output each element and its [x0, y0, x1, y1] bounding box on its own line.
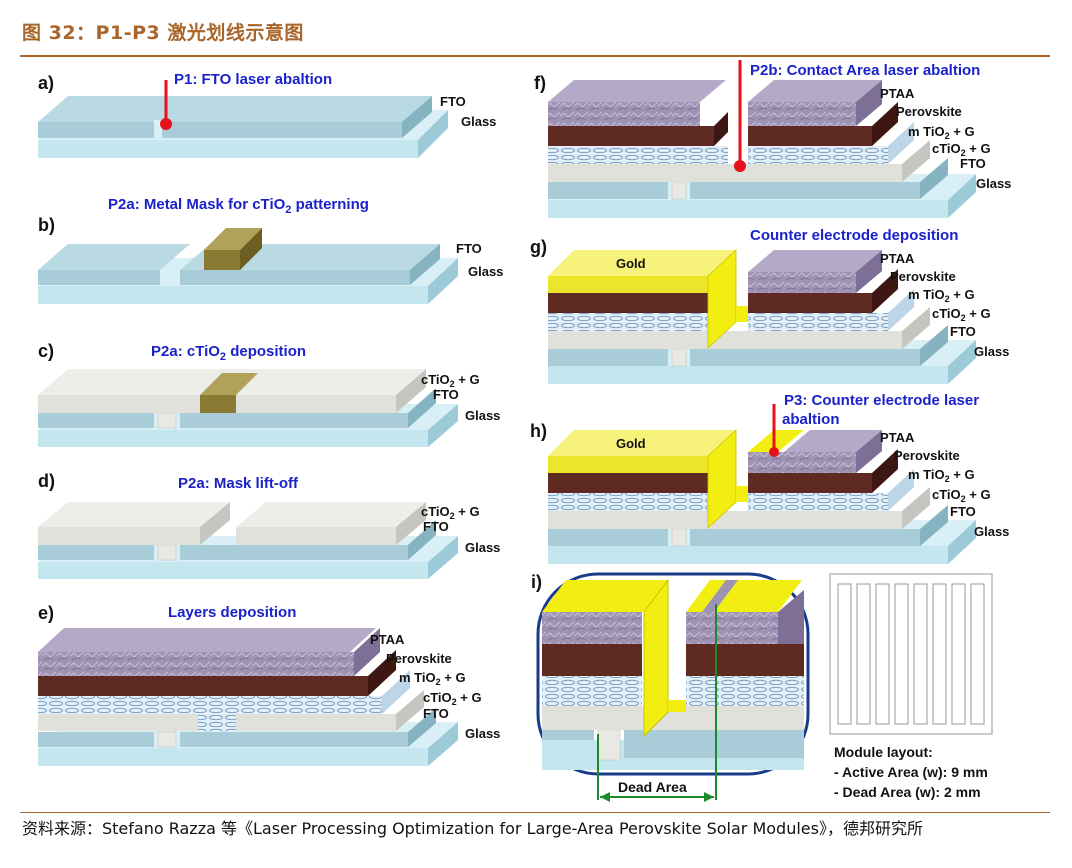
panel-f-label-perovskite: Perovskite — [896, 104, 962, 119]
panel-c-letter: c) — [38, 341, 54, 361]
panel-h-caption-line1: P3: Counter electrode laser — [784, 392, 979, 409]
panel-c: c) P2a: cTiO2 deposition cTiO2 + G FTO G… — [38, 341, 500, 447]
panel-b-letter: b) — [38, 215, 55, 235]
laser-spot-icon — [734, 160, 746, 172]
panel-c-label-fto: FTO — [433, 387, 459, 402]
panel-g: g) Gold Counter electrode deposition PTA… — [530, 227, 1009, 384]
panel-d-letter: d) — [38, 471, 55, 491]
panel-d-label-fto: FTO — [423, 519, 449, 534]
panel-c-label-glass: Glass — [465, 408, 500, 423]
panel-g-label-fto: FTO — [950, 324, 976, 339]
panel-a-letter: a) — [38, 73, 54, 93]
panel-e-letter: e) — [38, 603, 54, 623]
module-layout: Module layout: - Active Area (w): 9 mm -… — [829, 573, 993, 800]
panel-g-caption: Counter electrode deposition — [750, 227, 958, 244]
module-layout-active: - Active Area (w): 9 mm — [834, 764, 988, 780]
panel-b-label-glass: Glass — [468, 264, 503, 279]
bottom-rule — [20, 812, 1050, 813]
panel-e: e) Layers deposition PTAA Perovskite m T… — [38, 603, 500, 766]
module-stripe — [970, 583, 985, 725]
panel-g-label-ctio2: cTiO2 + G — [932, 306, 991, 323]
panel-h: h) Gold P3: Counter electrode laser abal… — [530, 392, 1009, 564]
panel-g-label-perovskite: Perovskite — [890, 269, 956, 284]
module-stripes — [837, 583, 985, 725]
panel-i-dead-area: Dead Area — [618, 779, 687, 795]
panel-e-label-mtio2: m TiO2 + G — [399, 670, 466, 687]
panel-e-label-glass: Glass — [465, 726, 500, 741]
panel-h-label-glass: Glass — [974, 524, 1009, 539]
module-stripe — [932, 583, 947, 725]
panel-f-label-ctio2: cTiO2 + G — [932, 141, 991, 158]
panel-a: a) P1: FTO laser abaltion FTO Glass — [38, 71, 496, 158]
source-note: 资料来源：Stefano Razza 等《Laser Processing Op… — [22, 819, 923, 838]
panel-e-label-ctio2: cTiO2 + G — [423, 690, 482, 707]
panel-e-label-ptaa: PTAA — [370, 632, 405, 647]
panel-g-label-ptaa: PTAA — [880, 251, 915, 266]
panel-g-label-glass: Glass — [974, 344, 1009, 359]
laser-spot-icon — [160, 118, 172, 130]
panel-d-caption: P2a: Mask lift-off — [178, 475, 299, 492]
panel-g-gold: Gold — [616, 256, 646, 271]
panel-a-caption: P1: FTO laser abaltion — [174, 71, 332, 88]
module-stripe — [856, 583, 871, 725]
panel-h-caption-line2: abaltion — [782, 411, 840, 428]
panel-i: i) Dead Area — [531, 572, 810, 802]
panel-c-label-ctio2: cTiO2 + G — [421, 372, 480, 389]
panel-a-label-fto: FTO — [440, 94, 466, 109]
panel-h-label-mtio2: m TiO2 + G — [908, 467, 975, 484]
panel-e-label-perovskite: Perovskite — [386, 651, 452, 666]
zoom-content — [542, 578, 804, 770]
panel-e-label-fto: FTO — [423, 706, 449, 721]
panel-f-label-ptaa: PTAA — [880, 86, 915, 101]
panel-h-label-perovskite: Perovskite — [894, 448, 960, 463]
panel-b-caption: P2a: Metal Mask for cTiO2 patterning — [108, 196, 369, 216]
panel-b-label-fto: FTO — [456, 241, 482, 256]
module-stripe — [951, 583, 966, 725]
panel-f-label-glass: Glass — [976, 176, 1011, 191]
panel-h-label-ctio2: cTiO2 + G — [932, 487, 991, 504]
panel-h-gold: Gold — [616, 436, 646, 451]
module-stripe — [913, 583, 928, 725]
panel-f-letter: f) — [534, 73, 546, 93]
panel-f-caption: P2b: Contact Area laser abaltion — [750, 62, 980, 79]
panel-b: b) P2a: Metal Mask for cTiO2 patterning … — [38, 196, 503, 304]
panel-h-label-fto: FTO — [950, 504, 976, 519]
panel-g-label-mtio2: m TiO2 + G — [908, 287, 975, 304]
panel-i-letter: i) — [531, 572, 542, 592]
figure-title: 图 32：P1-P3 激光划线示意图 — [22, 22, 304, 44]
panel-f-label-fto: FTO — [960, 156, 986, 171]
panel-g-letter: g) — [530, 237, 547, 257]
module-stripe — [837, 583, 852, 725]
panel-e-caption: Layers deposition — [168, 604, 296, 621]
panel-d-label-ctio2: cTiO2 + G — [421, 504, 480, 521]
panel-d-label-glass: Glass — [465, 540, 500, 555]
laser-spot-icon — [769, 447, 779, 457]
panel-c-caption: P2a: cTiO2 deposition — [151, 343, 306, 363]
panel-f: f) P2b: Contact Area laser abaltion PTAA… — [534, 60, 1011, 218]
module-layout-dead: - Dead Area (w): 2 mm — [834, 784, 981, 800]
module-stripe — [894, 583, 909, 725]
panel-d: d) P2a: Mask lift-off cTiO2 + G FTO Glas… — [38, 471, 500, 579]
panel-h-letter: h) — [530, 421, 547, 441]
module-stripe — [875, 583, 890, 725]
panel-h-label-ptaa: PTAA — [880, 430, 915, 445]
panel-a-label-glass: Glass — [461, 114, 496, 129]
title-rule — [20, 55, 1050, 57]
module-layout-heading: Module layout: — [834, 744, 933, 760]
panel-f-label-mtio2: m TiO2 + G — [908, 124, 975, 141]
